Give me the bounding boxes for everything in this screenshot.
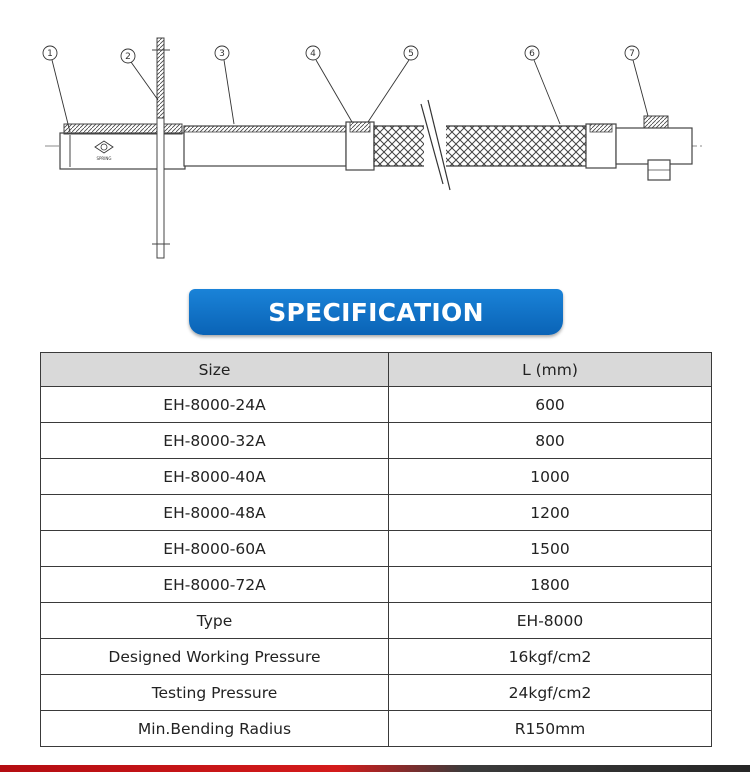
table-cell-label: Min.Bending Radius [40, 710, 389, 747]
callout-1: 1 [42, 45, 58, 61]
callout-4: 4 [305, 45, 321, 61]
svg-text:SPRING: SPRING [96, 156, 111, 161]
table-cell-label: Type [40, 602, 389, 639]
table-cell-value: 1500 [388, 530, 712, 567]
svg-text:7: 7 [629, 49, 635, 59]
table-cell-label: EH-8000-24A [40, 386, 389, 423]
table-row: EH-8000-32A 800 [40, 422, 712, 459]
bottom-accent-bar [0, 765, 750, 772]
callout-2: 2 [120, 48, 136, 64]
specification-table: Size L (mm) EH-8000-24A 600 EH-8000-32A … [40, 352, 712, 747]
column-header-size: Size [40, 352, 389, 387]
table-cell-label: EH-8000-32A [40, 422, 389, 459]
flexible-hose-assembly-diagram: SPRING 1 2 3 4 5 [42, 37, 705, 259]
table-row: Type EH-8000 [40, 602, 712, 639]
callout-7: 7 [624, 45, 640, 61]
callout-6: 6 [524, 45, 540, 61]
svg-text:4: 4 [310, 49, 316, 59]
specification-banner: SPECIFICATION [189, 289, 563, 335]
table-row: EH-8000-24A 600 [40, 386, 712, 423]
table-cell-value: EH-8000 [388, 602, 712, 639]
table-cell-value: 16kgf/cm2 [388, 638, 712, 675]
svg-text:6: 6 [529, 49, 535, 59]
svg-text:5: 5 [408, 49, 414, 59]
table-row: Designed Working Pressure 16kgf/cm2 [40, 638, 712, 675]
table-header-row: Size L (mm) [40, 352, 712, 387]
callout-3: 3 [214, 45, 230, 61]
svg-text:1: 1 [47, 49, 53, 59]
callout-5: 5 [403, 45, 419, 61]
banner-title: SPECIFICATION [268, 297, 484, 327]
table-cell-label: EH-8000-60A [40, 530, 389, 567]
table-row: Testing Pressure 24kgf/cm2 [40, 674, 712, 711]
table-cell-value: 1000 [388, 458, 712, 495]
table-cell-value: 1800 [388, 566, 712, 603]
table-cell-label: EH-8000-48A [40, 494, 389, 531]
svg-text:2: 2 [125, 52, 131, 62]
table-row: EH-8000-48A 1200 [40, 494, 712, 531]
svg-text:3: 3 [219, 49, 225, 59]
table-cell-value: 24kgf/cm2 [388, 674, 712, 711]
table-cell-label: Testing Pressure [40, 674, 389, 711]
table-cell-value: 1200 [388, 494, 712, 531]
table-cell-label: Designed Working Pressure [40, 638, 389, 675]
table-row: EH-8000-40A 1000 [40, 458, 712, 495]
table-cell-value: 600 [388, 386, 712, 423]
table-row: EH-8000-60A 1500 [40, 530, 712, 567]
table-row: EH-8000-72A 1800 [40, 566, 712, 603]
table-cell-value: R150mm [388, 710, 712, 747]
spring-logo-mark: SPRING [94, 140, 114, 161]
table-cell-label: EH-8000-40A [40, 458, 389, 495]
table-cell-label: EH-8000-72A [40, 566, 389, 603]
table-row: Min.Bending Radius R150mm [40, 710, 712, 747]
column-header-length: L (mm) [388, 352, 712, 387]
table-cell-value: 800 [388, 422, 712, 459]
